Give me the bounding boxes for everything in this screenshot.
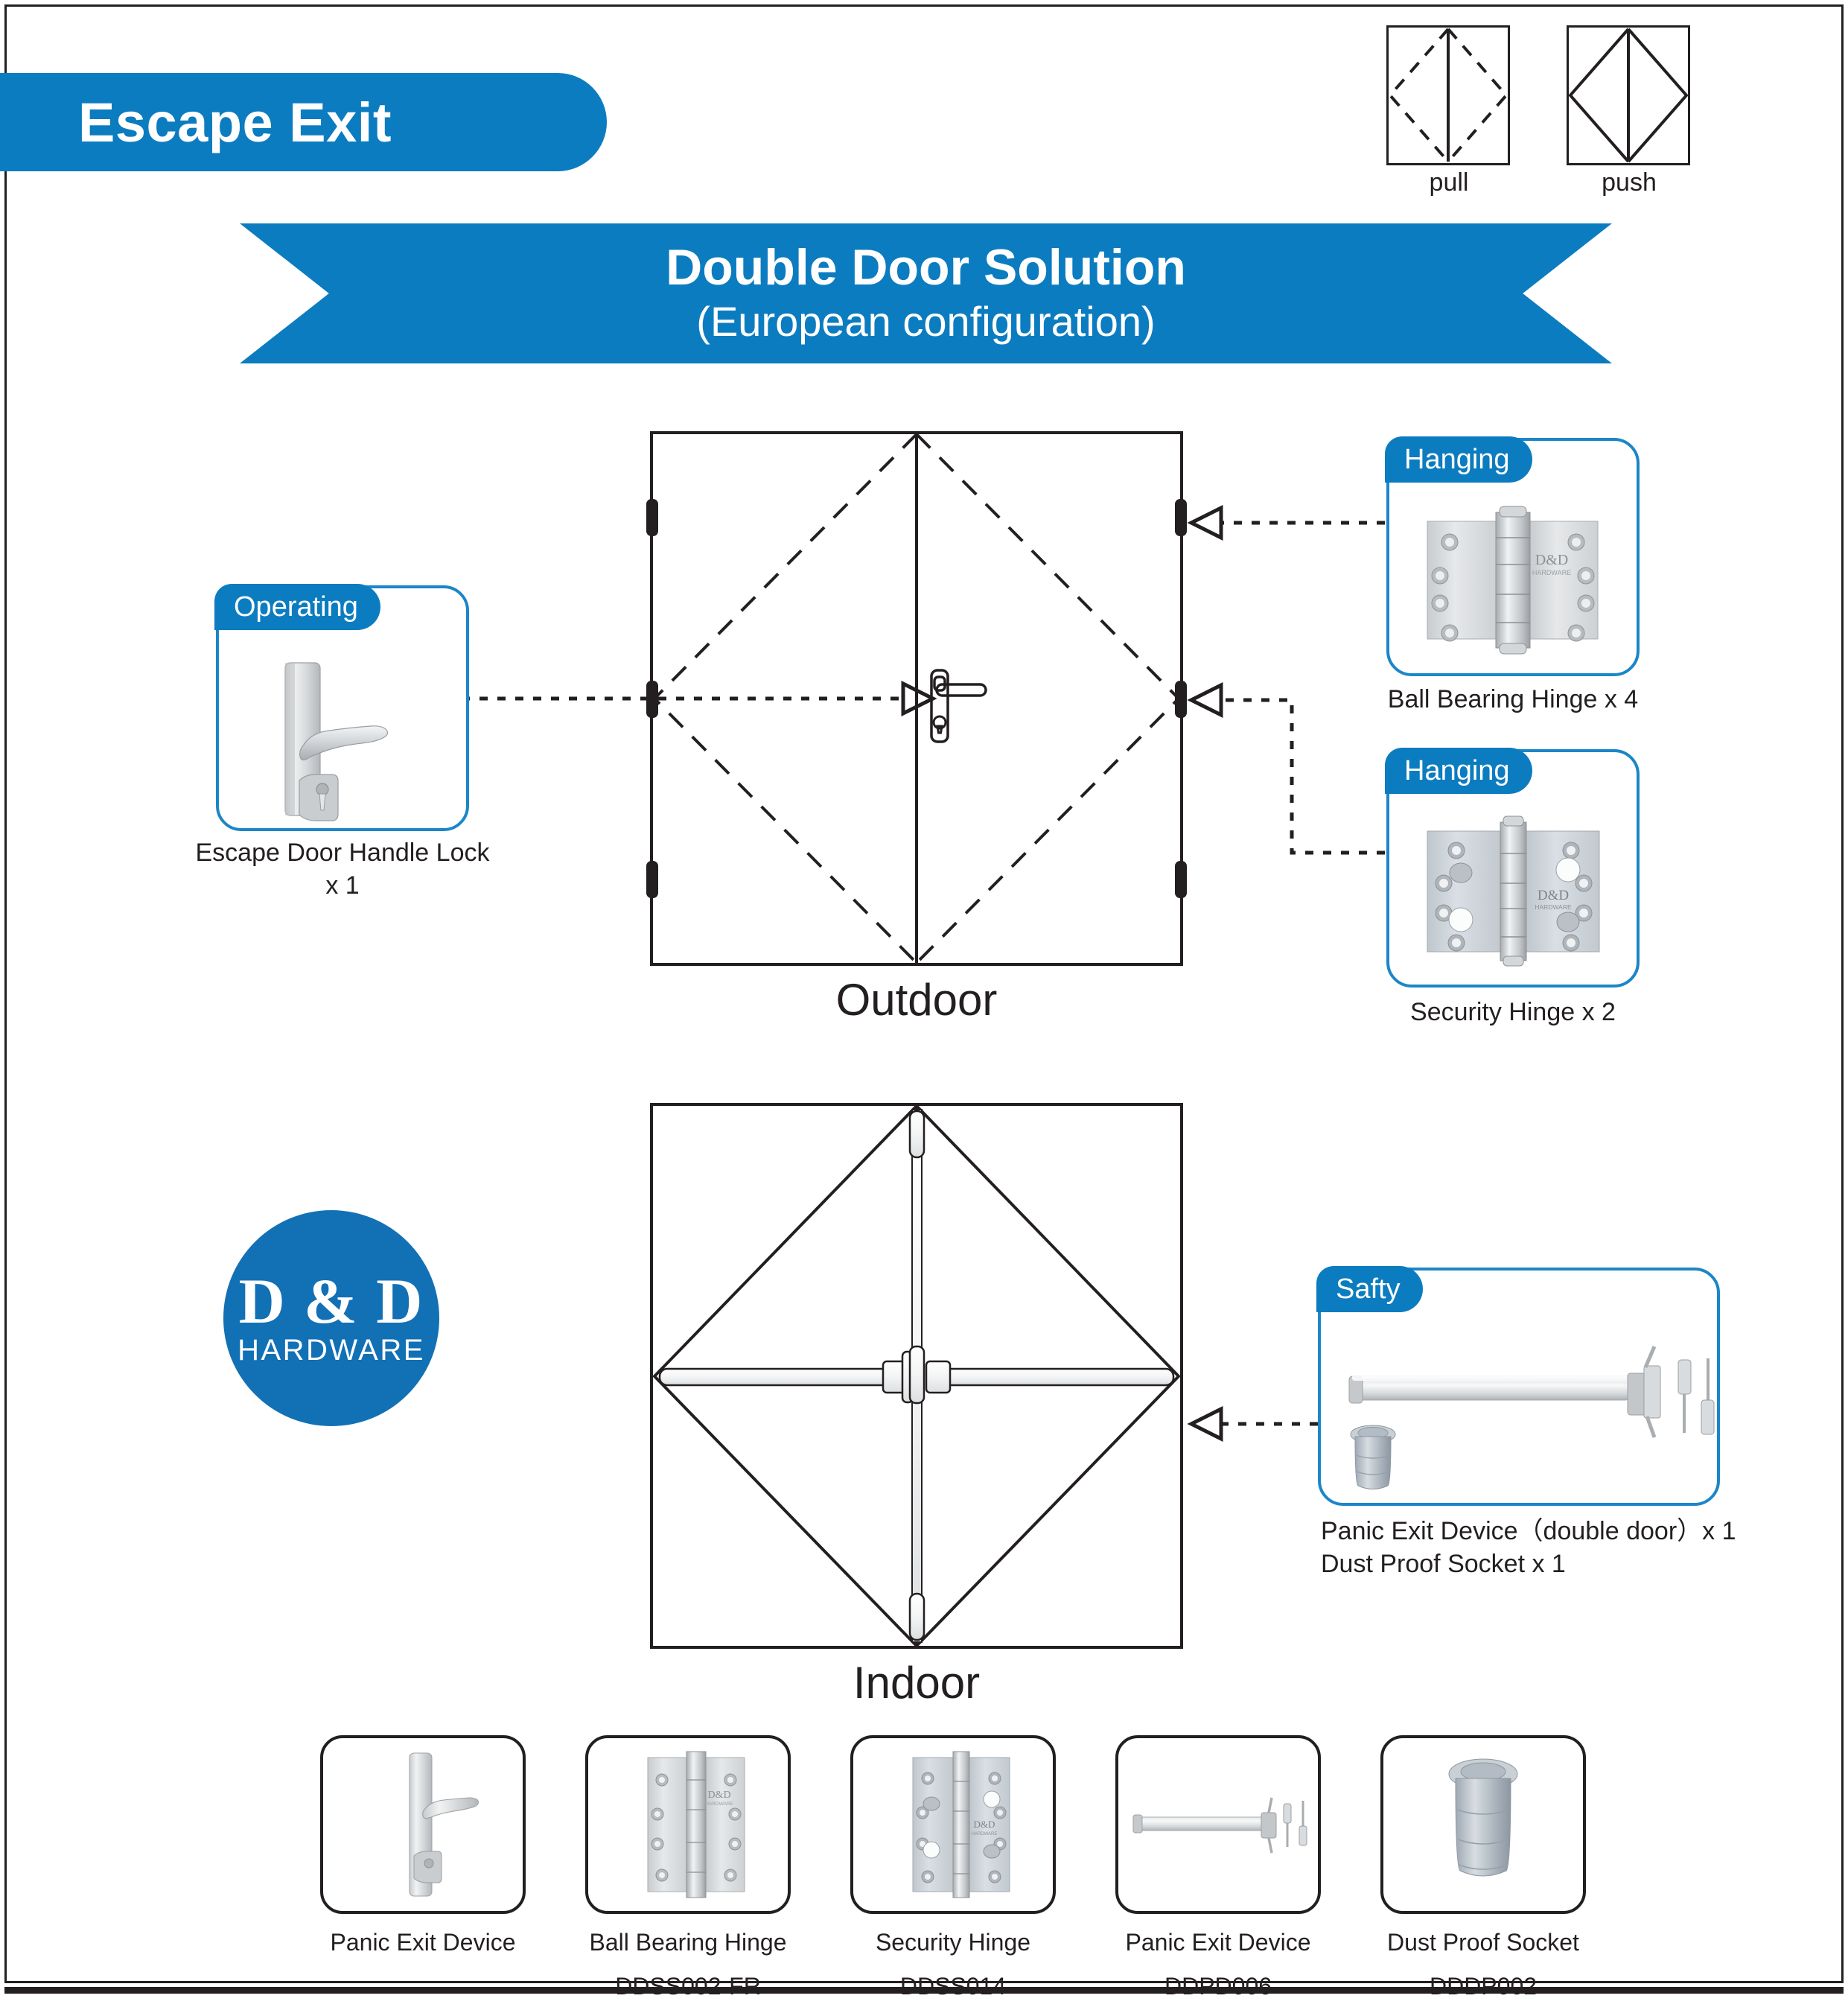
svg-text:HARDWARE: HARDWARE <box>1532 569 1571 576</box>
svg-text:D&D: D&D <box>707 1790 730 1801</box>
product-name: Panic Exit Device <box>330 1929 516 1956</box>
product-card[interactable]: D&D HARDWARE Security Hinge DDSS014 <box>850 1735 1056 2000</box>
page-border <box>4 4 1844 1983</box>
door-handle-lock-icon <box>216 632 469 831</box>
callout-security-hinge: Hanging <box>1385 748 1640 988</box>
callout-operating-tab: Operating <box>214 584 380 630</box>
callout-ball-bearing-caption: Ball Bearing Hinge x 4 <box>1387 685 1639 713</box>
product-card[interactable]: Dust Proof Socket DDDP002 <box>1380 1735 1586 2000</box>
callout-security-tab-label: Hanging <box>1404 754 1510 786</box>
product-code: DDSS014 <box>899 1973 1007 2000</box>
callout-operating-tab-label: Operating <box>234 591 358 623</box>
ball-bearing-hinge-icon: D&D HARDWARE <box>1386 484 1640 676</box>
security-hinge-icon: D&D HARDWARE <box>850 1735 1056 1914</box>
page-bottom-rule <box>4 1987 1844 1994</box>
callout-security-tab: Hanging <box>1385 748 1532 794</box>
push-legend-label: push <box>1602 168 1657 197</box>
indoor-label: Indoor <box>853 1658 981 1708</box>
svg-text:HARDWARE: HARDWARE <box>972 1832 998 1836</box>
hinge-marks <box>646 499 1187 898</box>
solution-banner: Double Door Solution (European configura… <box>240 223 1612 363</box>
product-card[interactable]: Panic Exit Device <box>320 1735 526 1973</box>
svg-text:HARDWARE: HARDWARE <box>1535 903 1572 911</box>
logo-primary-text: D & D <box>238 1265 424 1338</box>
banner-subtitle: (European configuration) <box>696 297 1156 345</box>
pull-legend-label: pull <box>1429 168 1469 197</box>
swing-legend: pull push <box>1386 25 1692 197</box>
panic-exit-device-lever-icon <box>320 1735 526 1914</box>
panic-exit-device-icon <box>1318 1314 1720 1506</box>
callout-safty: Safty <box>1316 1266 1720 1506</box>
product-strip: Panic Exit Device <box>320 1735 1586 2000</box>
dd-hardware-logo: D & D HARDWARE <box>223 1210 439 1426</box>
callout-ball-bearing-tab-label: Hanging <box>1404 443 1510 475</box>
banner-title: Double Door Solution <box>666 239 1186 296</box>
vertical-rod <box>908 1109 925 1643</box>
svg-text:HARDWARE: HARDWARE <box>705 1801 733 1807</box>
svg-text:D&D: D&D <box>1535 552 1568 568</box>
security-hinge-icon: D&D HARDWARE <box>1386 795 1640 988</box>
panic-bar-left <box>658 1350 914 1404</box>
product-card[interactable]: Panic Exit Device DDPD006 <box>1115 1735 1321 2000</box>
callout-safty-caption: Panic Exit Device（double door）x 1 Dust P… <box>1321 1517 1736 1578</box>
callout-safty-tab-label: Safty <box>1336 1273 1401 1305</box>
escape-exit-label: Escape Exit <box>78 91 392 153</box>
callout-operating: Operating <box>214 584 469 831</box>
push-swing-icon <box>1567 25 1690 165</box>
callout-security-caption: Security Hinge x 2 <box>1410 998 1616 1026</box>
product-name: Dust Proof Socket <box>1387 1929 1579 1956</box>
product-code: DDSS002-FR <box>615 1973 761 2000</box>
escape-exit-tag: Escape Exit <box>0 73 607 171</box>
svg-text:D&D: D&D <box>1538 888 1569 903</box>
pull-legend-item: pull <box>1386 25 1511 197</box>
product-code: DDDP002 <box>1429 1973 1538 2000</box>
callout-ball-bearing-hinge: Hanging <box>1385 436 1640 676</box>
product-name: Security Hinge <box>875 1929 1031 1956</box>
product-name: Ball Bearing Hinge <box>589 1929 787 1956</box>
callout-operating-caption: Escape Door Handle Lock x 1 <box>195 839 490 900</box>
panic-bar-icon <box>1115 1735 1321 1914</box>
product-card[interactable]: D&D HARDWARE Ball Bearing Hinge DDSS002-… <box>585 1735 791 2000</box>
ball-bearing-hinge-icon: D&D HARDWARE <box>585 1735 791 1914</box>
product-name: Panic Exit Device <box>1125 1929 1311 1956</box>
pull-swing-icon <box>1386 25 1510 165</box>
panic-bar-right <box>925 1360 1175 1394</box>
outdoor-door-diagram: Outdoor <box>646 430 1187 1025</box>
dust-proof-socket-icon <box>1350 1425 1396 1489</box>
outdoor-label: Outdoor <box>835 975 998 1025</box>
logo-secondary-text: HARDWARE <box>238 1333 425 1367</box>
product-code: DDPD006 <box>1164 1973 1272 2000</box>
callout-ball-bearing-tab: Hanging <box>1385 436 1532 483</box>
dust-proof-socket-icon <box>1380 1735 1586 1914</box>
door-handle-lock-icon <box>930 669 987 743</box>
indoor-door-diagram: Indoor <box>649 1102 1184 1708</box>
push-legend-item: push <box>1567 25 1692 197</box>
svg-text:D&D: D&D <box>974 1819 995 1830</box>
callout-safty-tab: Safty <box>1316 1266 1423 1312</box>
